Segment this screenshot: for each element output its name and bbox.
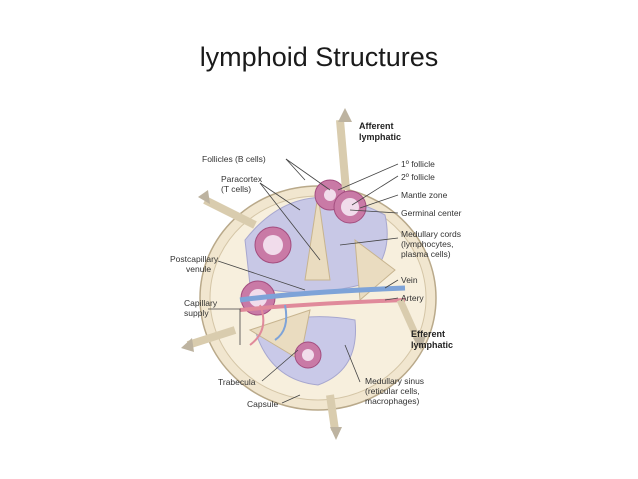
afferent-lymphatic-vessel [326, 394, 339, 431]
arrow-icon [198, 190, 210, 204]
arrow-icon [181, 338, 194, 352]
efferent-lymphatic-vessel [396, 298, 422, 342]
medullary-cords-label: Medullary cords (lymphocytes, plasma cel… [401, 229, 463, 259]
arrow-icon [338, 108, 352, 122]
trabecula [354, 238, 396, 302]
arrow-icon [413, 336, 426, 350]
mantle-zone-label: Mantle zone [401, 190, 448, 200]
capillary-branch [249, 304, 265, 346]
follicles-label: Follicles (B cells) [202, 154, 266, 164]
slide-title: lymphoid Structures [199, 42, 439, 72]
secondary-follicle-label: 2º follicle [401, 172, 435, 182]
afferent-lymphatic-vessel [186, 326, 237, 349]
lymph-node-illustration [181, 108, 437, 440]
trabecula [304, 194, 331, 281]
arrow-icon [330, 427, 342, 440]
vein [239, 285, 406, 303]
efferent-lymphatic-label: Efferent lymphatic [411, 329, 453, 350]
secondary-follicle [333, 190, 367, 224]
medullary-sinus-label: Medullary sinus (reticular cells, macrop… [365, 376, 426, 406]
artery [239, 298, 406, 312]
capillary-branch [274, 304, 288, 341]
artery-label: Artery [401, 293, 424, 303]
follicle [254, 226, 292, 264]
afferent-lymphatic-vessel [203, 196, 257, 229]
capsule-label: Capsule [247, 399, 278, 409]
leader-lines [208, 158, 399, 404]
vein-label: Vein [401, 275, 418, 285]
trabecula-label: Trabecula [218, 377, 256, 387]
germinal-center-label: Germinal center [401, 208, 462, 218]
postcapillary-venule-label: Postcapillary venule [170, 254, 221, 274]
capillary-supply-label: Capillary supply [184, 298, 219, 318]
follicle [294, 341, 322, 369]
primary-follicle-label: 1º follicle [401, 159, 435, 169]
paracortex-label: Paracortex (T cells) [221, 174, 264, 194]
afferent-lymphatic-label: Afferent lymphatic [359, 121, 401, 142]
afferent-lymphatic-vessel [336, 119, 350, 191]
